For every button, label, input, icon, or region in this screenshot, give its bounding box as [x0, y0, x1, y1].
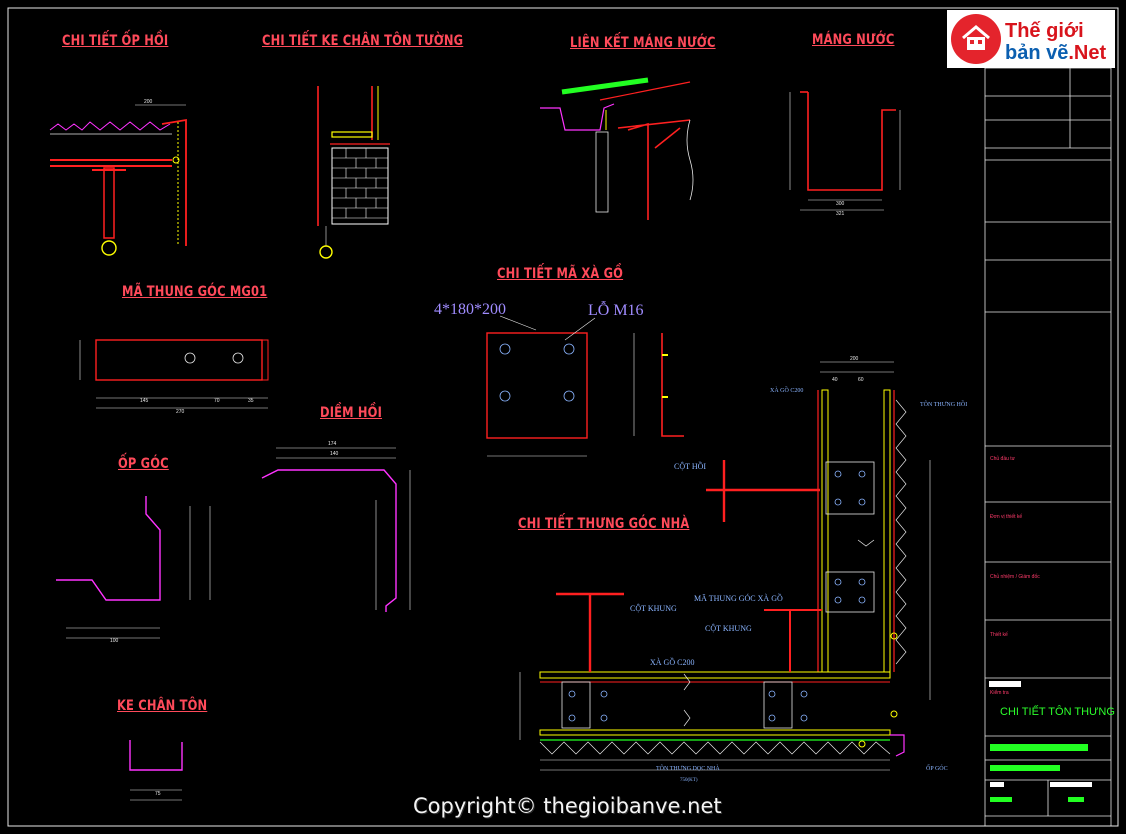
detail-ma-xa-go	[486, 315, 684, 457]
dim-75: 75	[155, 791, 161, 797]
label-ton-thung-doc-nha: TÔN THƯNG DỌC NHÀ	[656, 766, 720, 772]
title-chi-tiet-thung-goc-nha: CHI TIẾT THƯNG GÓC NHÀ	[518, 516, 690, 532]
label-xa-go-c200-top: XÀ GỒ C200	[770, 388, 804, 394]
logo-line-2-text: bản vẽ	[1005, 42, 1069, 64]
tb-row-2: Đơn vị thiết kế	[990, 514, 1023, 520]
dim-300: 300	[836, 201, 845, 207]
site-logo[interactable]: Thế giới bản vẽ.Net	[947, 10, 1115, 68]
copyright-watermark: Copyright© thegioibanve.net	[413, 794, 722, 818]
detail-ke-chan-ton-tuong	[317, 86, 390, 259]
title-block-green-bar-1	[990, 744, 1088, 751]
title-chi-tiet-ma-xa-go: CHI TIẾT MÃ XÀ GỒ	[497, 266, 624, 282]
title-block-white-bar	[989, 681, 1021, 687]
dim-40: 40	[832, 377, 838, 383]
dim-270: 270	[176, 409, 185, 415]
bolt-hole-label: LỖ M16	[588, 302, 644, 319]
tb-row-3: Chủ nhiệm / Giám đốc	[990, 574, 1040, 580]
title-block-white-bar-3	[990, 782, 1004, 787]
drawing-title: CHI TIẾT TÔN THƯNG	[1000, 706, 1115, 718]
label-tole-note: 750(KT)	[680, 778, 698, 783]
label-cot-khung-1: CỘT KHUNG	[630, 604, 677, 613]
title-op-goc: ỐP GÓC	[118, 456, 169, 472]
tb-row-4: Thiết kế	[990, 632, 1008, 638]
title-block	[984, 67, 1112, 827]
logo-line-1: Thế giới	[1005, 20, 1084, 42]
logo-line-2: bản vẽ.Net	[1005, 42, 1106, 65]
dim-174: 174	[328, 441, 337, 447]
detail-ma-thung-goc	[79, 339, 269, 409]
label-cot-hoi: CỘT HỒI	[674, 462, 707, 471]
dim-200-b: 200	[850, 356, 859, 362]
label-ma-thung-goc-xa-go: MÃ THUNG GÓC XÀ GỒ	[694, 594, 783, 603]
detail-mang-nuoc	[789, 91, 901, 211]
title-block-green-bar-3	[990, 797, 1012, 802]
title-diem-hoi: DIỀM HỒI	[320, 405, 383, 421]
dim-200: 200	[144, 99, 153, 105]
detail-op-hoi	[49, 104, 187, 256]
tb-row-5: Kiểm tra	[990, 690, 1009, 696]
title-block-green-bar-2	[990, 765, 1060, 771]
dim-321: 321	[836, 211, 845, 217]
tb-row-1: Chủ đầu tư	[990, 456, 1016, 462]
title-lien-ket-mang-nuoc: LIÊN KẾT MÁNG NƯỚC	[570, 35, 716, 51]
sheet-border	[7, 7, 1119, 827]
detail-diem-hoi	[261, 447, 411, 612]
dim-70: 70	[214, 398, 220, 404]
title-block-white-bar-2	[1050, 782, 1092, 787]
title-ke-chan-ton: KE CHÂN TÔN	[117, 698, 208, 714]
label-op-goc: ỐP GÓC	[926, 766, 948, 772]
title-ma-thung-goc: MÃ THUNG GÓC MG01	[122, 284, 268, 300]
detail-ke-chan-ton	[129, 740, 183, 801]
plate-size-label: 4*180*200	[434, 301, 506, 318]
logo-suffix: .Net	[1068, 42, 1107, 64]
detail-lien-ket-mang-nuoc	[540, 77, 694, 220]
detail-thung-goc-nha	[519, 361, 931, 771]
label-cot-khung-2: CỘT KHUNG	[705, 624, 752, 633]
title-block-green-bar-4	[1068, 797, 1084, 802]
house-icon	[962, 25, 990, 50]
dim-60: 60	[858, 377, 864, 383]
title-ke-chan-ton-tuong: CHI TIẾT KE CHÂN TÔN TƯỜNG	[262, 33, 464, 49]
title-mang-nuoc: MÁNG NƯỚC	[812, 32, 895, 48]
label-xa-go-c200-bottom: XÀ GỒ C200	[650, 658, 695, 667]
dim-35: 35	[248, 398, 254, 404]
title-op-hoi: CHI TIẾT ỐP HỒI	[62, 33, 169, 49]
dim-100: 100	[110, 638, 119, 644]
detail-op-goc	[56, 496, 211, 639]
dim-145: 145	[140, 398, 149, 404]
dim-140: 140	[330, 451, 339, 457]
label-ton-thung-hoi: TÔN THƯNG HỒI	[920, 402, 968, 408]
